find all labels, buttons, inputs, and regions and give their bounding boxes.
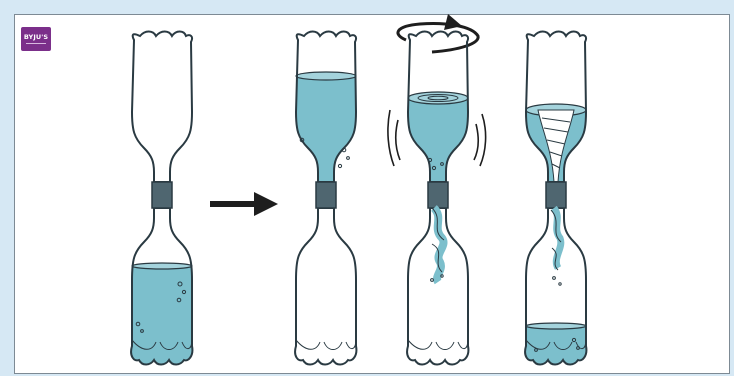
upper-bottle	[131, 30, 194, 183]
logo-text: BYJU'S	[23, 33, 49, 41]
water-surface	[295, 71, 357, 81]
vortex-stream	[551, 205, 565, 270]
water-surface	[131, 262, 193, 270]
lower-bottle	[294, 207, 358, 366]
water-surface	[525, 322, 587, 330]
connector-tape	[151, 181, 173, 209]
bottle-set-step-1	[130, 30, 194, 366]
arrow-right-icon	[210, 192, 278, 216]
motion-lines	[387, 109, 487, 167]
connector-tape	[315, 181, 337, 209]
connector-tape	[427, 181, 449, 209]
byjus-logo: BYJU'S	[21, 27, 51, 51]
water-surface	[407, 91, 469, 105]
vortex-stream	[430, 205, 448, 285]
bottle-set-step-2	[294, 30, 358, 366]
water-bottom	[525, 326, 587, 365]
connector-tape	[545, 181, 567, 209]
bottle-set-step-4	[524, 30, 588, 366]
logo-underline	[26, 43, 46, 44]
bottle-set-step-3	[387, 14, 487, 366]
water-top	[408, 98, 469, 182]
